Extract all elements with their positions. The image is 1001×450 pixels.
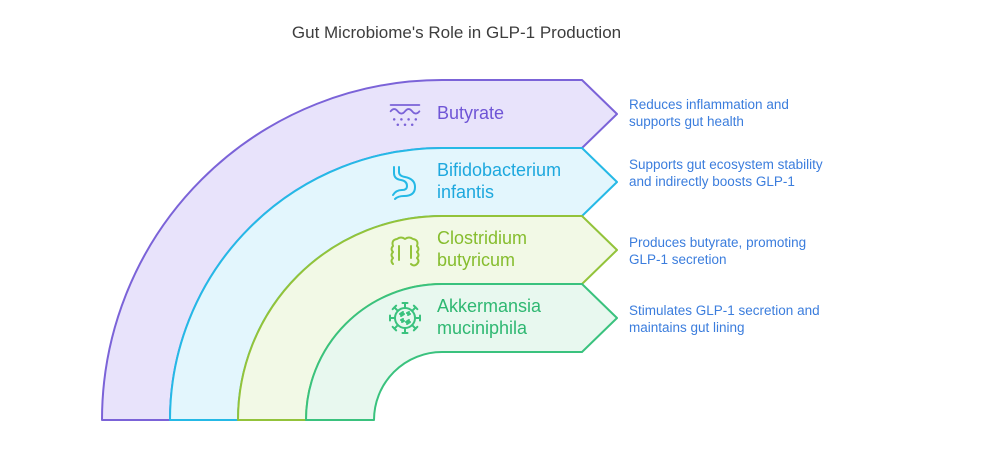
band-label-line: muciniphila [437,318,528,338]
band-label-line: Clostridium [437,228,528,248]
diagram-title-text: Gut Microbiome's Role in GLP-1 Productio… [291,23,622,42]
band-4-shape [305,283,618,421]
intestine-icon [387,232,423,268]
band-label-line: Butyrate [437,103,505,123]
band-4-description: Stimulates GLP-1 secretion and maintains… [629,303,820,335]
band-label-line: Akkermansia [437,296,542,316]
stomach-icon [387,164,423,200]
band-label-line: infantis [437,182,495,202]
diagram-title: Gut Microbiome's Role in GLP-1 Productio… [0,23,1001,43]
bacteria-icon [387,300,423,336]
band-3-description: Produces butyrate, promoting GLP-1 secre… [629,235,807,267]
band-label-line: butyricum [437,250,516,270]
band-label-line: Bifidobacterium [437,160,562,180]
skin-layers-icon [387,96,423,132]
band-1-description: Reduces inflammation and supports gut he… [629,97,789,129]
band-2-description: Supports gut ecosystem stability and ind… [629,157,823,189]
band-1-label: Butyrate [437,102,504,124]
